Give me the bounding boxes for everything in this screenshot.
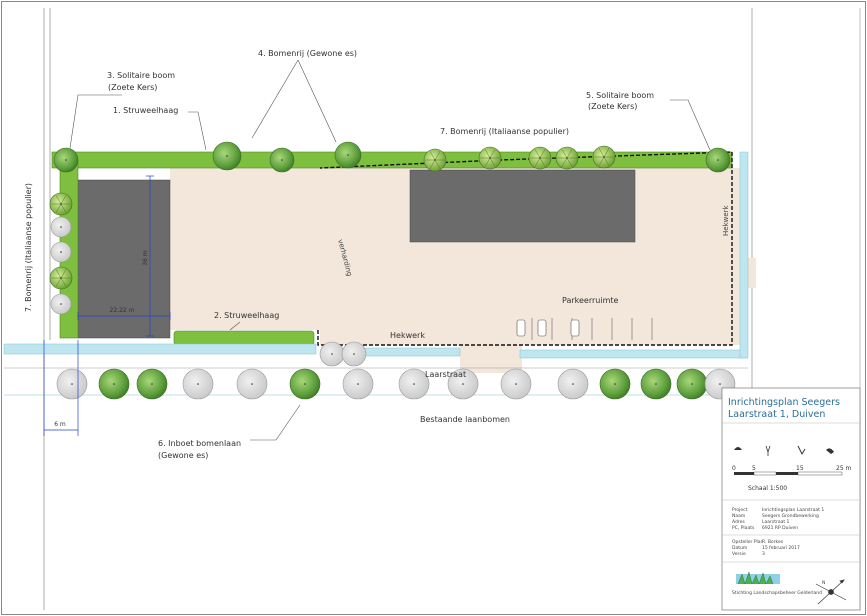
- tree-solitaire-5: [705, 147, 731, 173]
- tree-inboet-6: [599, 368, 631, 400]
- tree-bomenrij-7: [592, 145, 616, 169]
- tree-bestaande-laanboom: [500, 368, 532, 400]
- scale-tick-0: 0: [732, 465, 736, 472]
- naam-key: Naam: [732, 513, 745, 519]
- dimension-lines: [43, 175, 171, 436]
- label-struweelhaag-2: 2. Struweelhaag: [214, 311, 279, 320]
- tree-bestaande-laanboom: [236, 368, 268, 400]
- title-block: Inrichtingsplan Seegers Laarstraat 1, Du…: [721, 387, 861, 611]
- building-left: [77, 179, 171, 339]
- label-solitaire-3: 3. Solitaire boom: [107, 71, 175, 80]
- label-hekwerk: Hekwerk: [390, 331, 425, 340]
- label-solitaire-5-species: (Zoete Kers): [588, 102, 637, 111]
- pc-value: 6921 RP Duiven: [762, 525, 798, 531]
- north-arrow-icon: N: [815, 579, 847, 605]
- tree-bomenrij-4: [334, 141, 362, 169]
- datum-value: 15 februari 2017: [762, 545, 800, 551]
- versie-value: 3: [762, 551, 765, 557]
- adres-value: Laarstraat 1: [762, 519, 790, 525]
- hedge-top: [51, 151, 733, 169]
- ditch-right-vertical: [739, 151, 749, 359]
- parked-car: [516, 319, 526, 337]
- tree-bestaande-laanboom: [56, 368, 88, 400]
- parked-car: [537, 319, 547, 337]
- logo-caption: Stichting Landschapsbeheer Gelderland: [732, 590, 822, 596]
- tree-inboet-6: [289, 368, 321, 400]
- adres-key: Adres: [732, 519, 745, 525]
- plan-subtitle: Laarstraat 1, Duiven: [728, 409, 825, 420]
- tree-bestaande-laanboom: [341, 341, 367, 367]
- label-laarstraat: Laarstraat: [425, 370, 466, 379]
- tree-bomenrij-7: [50, 293, 72, 315]
- legend-symbols: [734, 445, 834, 456]
- dimension-depth: 36 m: [142, 250, 149, 266]
- building-right: [409, 169, 636, 243]
- ditch-mid: [359, 347, 461, 357]
- label-inboet-6: 6. Inboet bomenlaan: [158, 439, 241, 448]
- tree-inboet-6: [676, 368, 708, 400]
- ditch-right: [519, 349, 747, 359]
- tree-bomenrij-4: [269, 147, 295, 173]
- tree-bestaande-laanboom: [182, 368, 214, 400]
- label-solitaire-5: 5. Solitaire boom: [586, 91, 654, 100]
- trees-layer: [49, 141, 736, 400]
- plan-title: Inrichtingsplan Seegers: [728, 397, 840, 408]
- author-info: Opsteller Plan R. Borkes Datum 15 februa…: [732, 539, 800, 557]
- hedge-2-struweelhaag: [173, 330, 315, 346]
- scale-tick-15: 15: [796, 465, 804, 472]
- scale-tick-25: 25 m: [836, 465, 852, 472]
- tree-bestaande-laanboom: [398, 368, 430, 400]
- tree-bomenrij-4: [212, 141, 242, 171]
- dimension-width: 22,22 m: [110, 307, 135, 314]
- naam-value: Seegers Grondbewerking: [762, 513, 819, 519]
- leader-lines: [69, 59, 711, 441]
- tree-bomenrij-7: [555, 146, 579, 170]
- tree-bestaande-laanboom: [319, 341, 345, 367]
- tree-bomenrij-7: [49, 192, 73, 216]
- tree-bomenrij-7: [50, 216, 72, 238]
- scale-bar: 0 5 15 25 m Schaal 1:500: [732, 465, 852, 492]
- tree-bestaande-laanboom: [557, 368, 589, 400]
- parking-stalls: [531, 318, 653, 340]
- label-hekwerk-right: Hekwerk: [722, 204, 730, 236]
- tree-bestaande-laanboom: [447, 368, 479, 400]
- label-bomenrij-4: 4. Bomenrij (Gewone es): [258, 49, 357, 58]
- label-inboet-6-species: (Gewone es): [158, 451, 208, 460]
- pc-key: PC, Plaats: [732, 525, 755, 531]
- datum-key: Datum: [732, 545, 747, 551]
- project-key: Project: [732, 507, 748, 513]
- tree-bestaande-laanboom: [342, 368, 374, 400]
- tree-bomenrij-7: [478, 146, 502, 170]
- tree-inboet-6: [640, 368, 672, 400]
- tree-inboet-6: [98, 368, 130, 400]
- label-bomenrij-7-top: 7. Bomenrij (Italiaanse populier): [440, 127, 569, 136]
- opsteller-key: Opsteller Plan: [732, 539, 764, 545]
- versie-key: Versie: [732, 551, 746, 557]
- project-value: Inrichtingsplan Laarstraat 1: [762, 507, 824, 513]
- project-info: Project Inrichtingsplan Laarstraat 1 Naa…: [732, 507, 824, 531]
- label-solitaire-3-species: (Zoete Kers): [108, 83, 157, 92]
- north-label: N: [822, 580, 825, 586]
- label-parkeerruimte: Parkeerruimte: [562, 296, 619, 305]
- tree-inboet-6: [136, 368, 168, 400]
- tree-bomenrij-7: [49, 266, 73, 290]
- driveway: [460, 345, 522, 373]
- label-struweelhaag-1: 1. Struweelhaag: [113, 106, 178, 115]
- opsteller-value: R. Borkes: [762, 539, 784, 545]
- ditch-left: [3, 343, 317, 355]
- tree-bomenrij-7: [528, 146, 552, 170]
- scale-label: Schaal 1:500: [748, 485, 787, 492]
- scale-tick-5: 5: [752, 465, 756, 472]
- label-bestaande-laanbomen: Bestaande laanbomen: [420, 415, 510, 424]
- organisation-logo: Stichting Landschapsbeheer Gelderland: [732, 571, 822, 596]
- dimension-offset: 6 m: [54, 421, 66, 428]
- tree-bomenrij-7: [423, 148, 447, 172]
- label-bomenrij-7-left: 7. Bomenrij (Italiaanse populier): [24, 183, 33, 312]
- tree-solitaire-3: [53, 147, 79, 173]
- parked-car: [570, 319, 580, 337]
- tree-bomenrij-7: [50, 241, 72, 263]
